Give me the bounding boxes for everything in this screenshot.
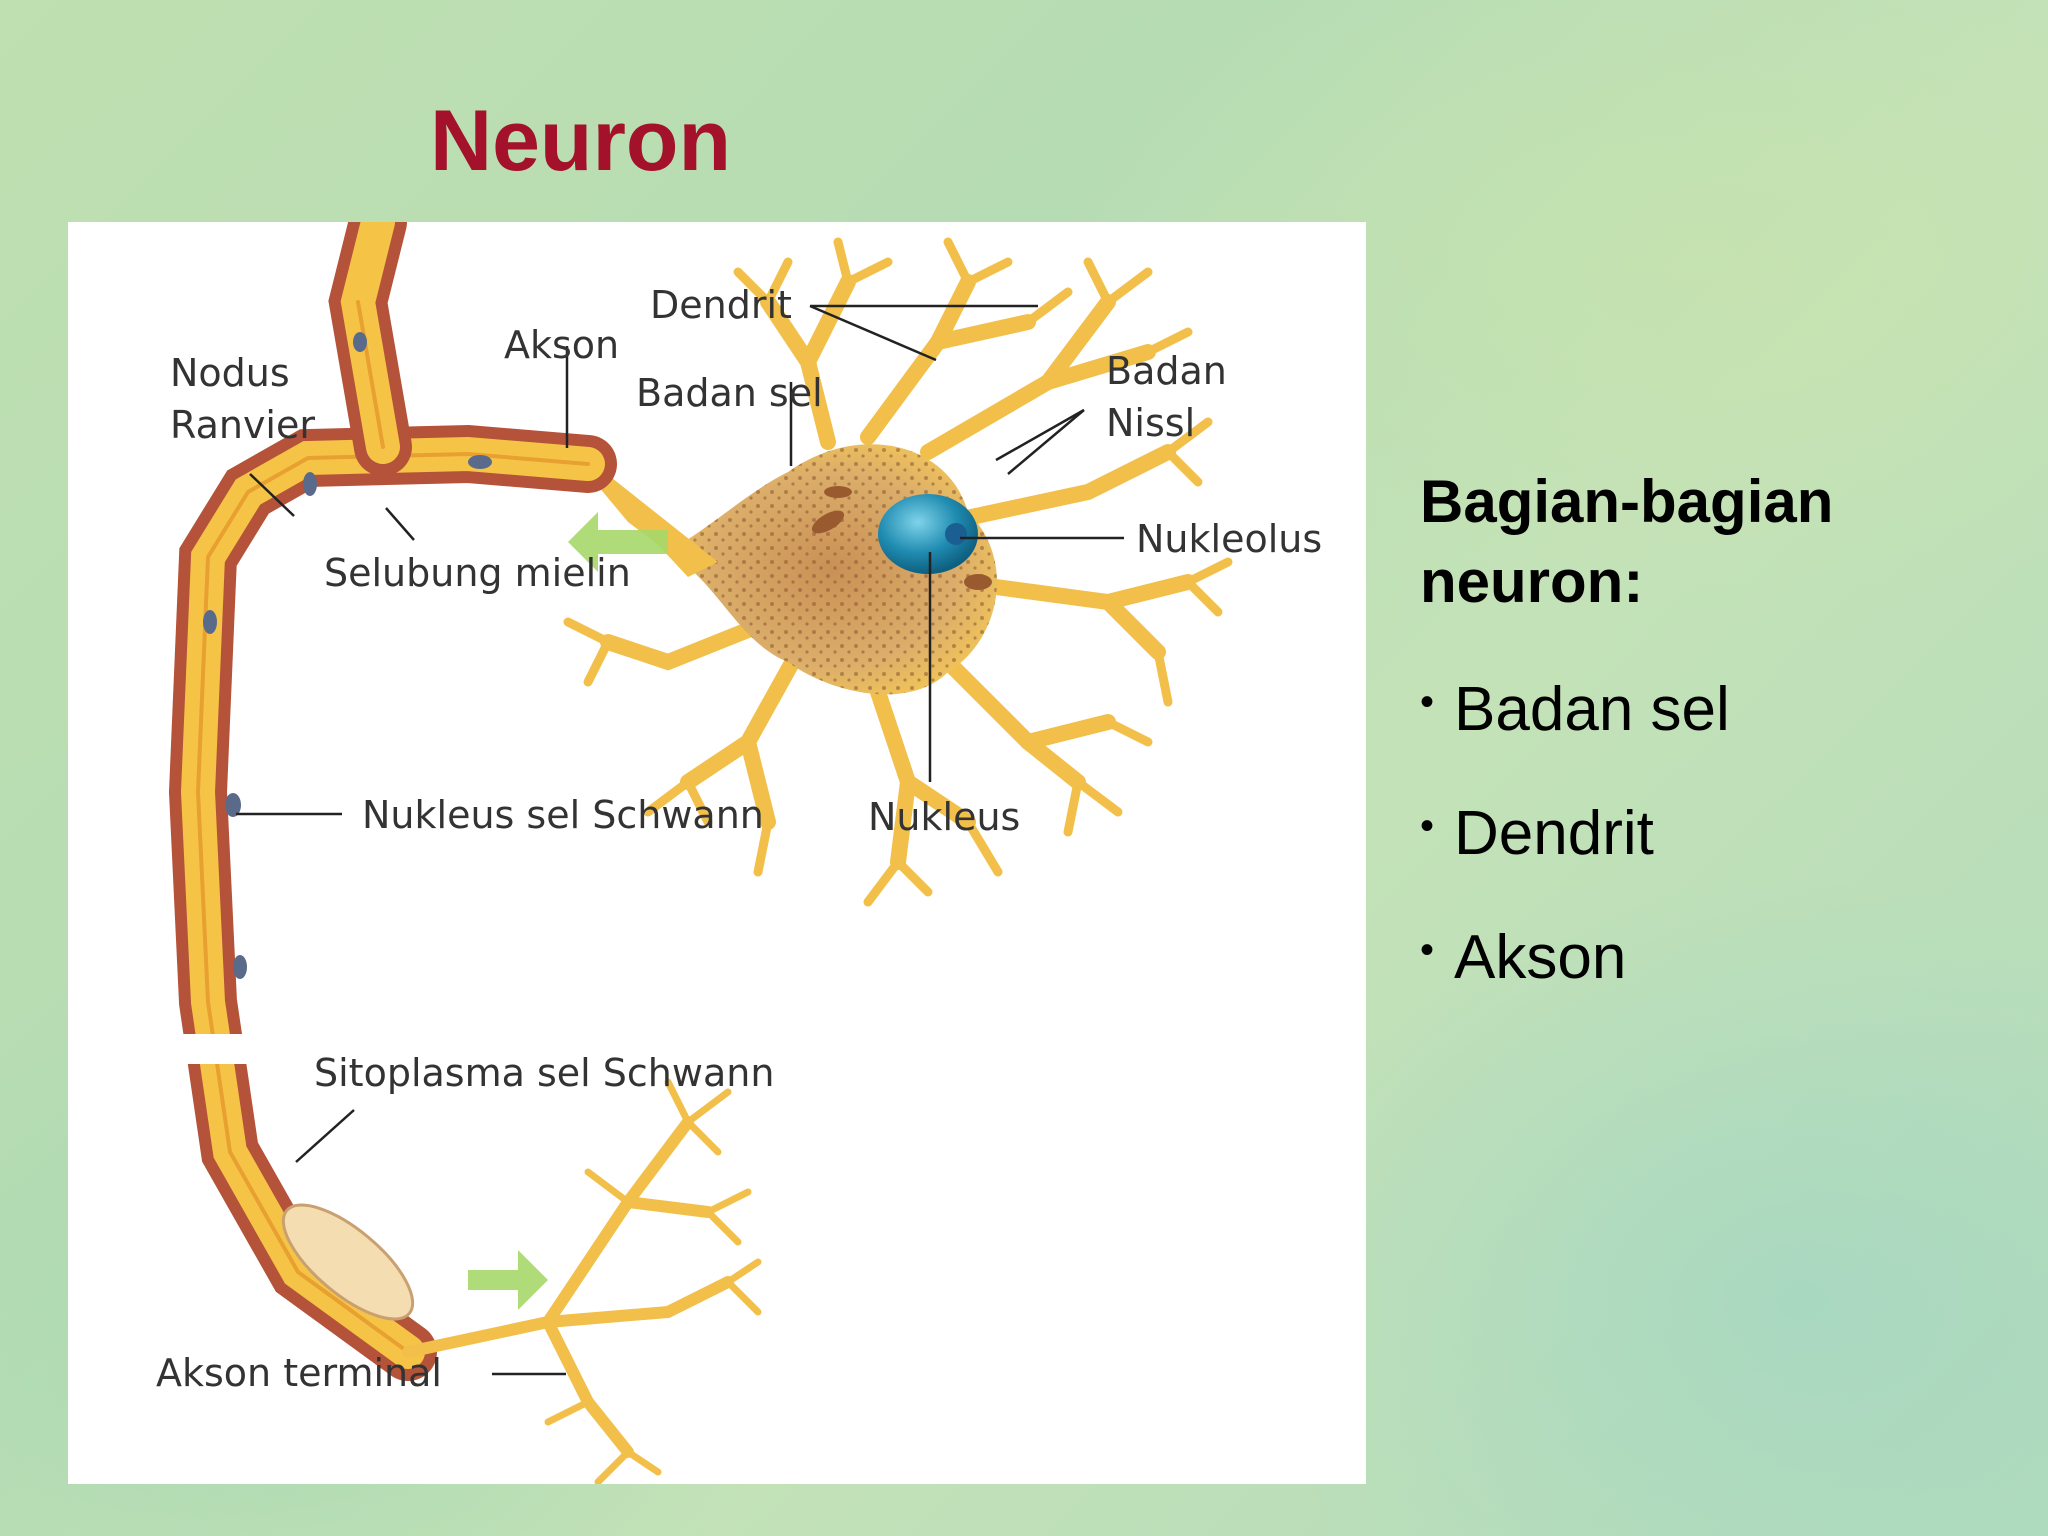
neuron-illustration: Dendrit Akson Nodus Ranvier Badan sel Ba… <box>156 222 1322 1484</box>
label-badan-nissl-line2: Nissl <box>1106 401 1195 445</box>
axon-hillock <box>548 457 668 552</box>
schwann-nucleus <box>353 332 367 352</box>
schwann-nucleus <box>233 955 247 979</box>
side-heading: Bagian-bagian neuron: <box>1420 468 1834 615</box>
schwann-cytoplasm <box>281 1203 415 1321</box>
nucleolus <box>945 523 967 545</box>
label-nodus-ranvier-line2: Ranvier <box>170 403 315 447</box>
label-akson: Akson <box>504 323 619 367</box>
bullet-icon: • <box>1420 928 1435 972</box>
list-item-label: Akson <box>1454 923 1627 992</box>
label-nukleus-sel-schwann: Nukleus sel Schwann <box>362 793 764 837</box>
list-item: • Dendrit <box>1420 772 2000 896</box>
label-dendrit: Dendrit <box>650 283 792 327</box>
bullet-icon: • <box>1420 804 1435 848</box>
list-item: • Akson <box>1420 896 2000 1020</box>
dendrites <box>563 237 1233 907</box>
side-panel: Bagian-bagian neuron: • Badan sel • Dend… <box>1420 462 2000 1020</box>
list-item-label: Badan sel <box>1454 675 1730 744</box>
schwann-nucleus <box>203 610 217 634</box>
signal-arrow-right <box>468 1250 548 1310</box>
nucleus <box>878 494 978 574</box>
neuron-diagram: Dendrit Akson Nodus Ranvier Badan sel Ba… <box>68 222 1366 1484</box>
label-badan-nissl-line1: Badan <box>1106 349 1227 393</box>
schwann-nucleus <box>303 472 317 496</box>
bullet-list: • Badan sel • Dendrit • Akson <box>1420 648 2000 1020</box>
signal-arrow-left <box>568 512 668 572</box>
label-sitoplasma-sel-schwann: Sitoplasma sel Schwann <box>314 1051 774 1095</box>
slide-title: Neuron <box>430 93 731 189</box>
nissl-body <box>964 574 992 590</box>
list-item-label: Dendrit <box>1454 799 1654 868</box>
leader-lines <box>236 304 1124 1376</box>
list-item: • Badan sel <box>1420 648 2000 772</box>
schwann-nucleus <box>468 455 492 469</box>
axon-break <box>158 1034 258 1064</box>
axon-terminals <box>402 1078 762 1484</box>
label-nodus-ranvier-line1: Nodus <box>170 351 290 395</box>
label-nukleus: Nukleus <box>868 795 1020 839</box>
label-selubung-mielin: Selubung mielin <box>324 551 631 595</box>
bullet-icon: • <box>1420 680 1435 724</box>
label-akson-terminal: Akson terminal <box>156 1351 442 1395</box>
axon <box>168 222 617 1381</box>
schwann-nucleus <box>225 793 241 817</box>
label-badan-sel: Badan sel <box>636 371 823 415</box>
nissl-body <box>811 510 845 534</box>
nissl-body <box>824 486 852 498</box>
label-nukleolus: Nukleolus <box>1136 517 1322 561</box>
